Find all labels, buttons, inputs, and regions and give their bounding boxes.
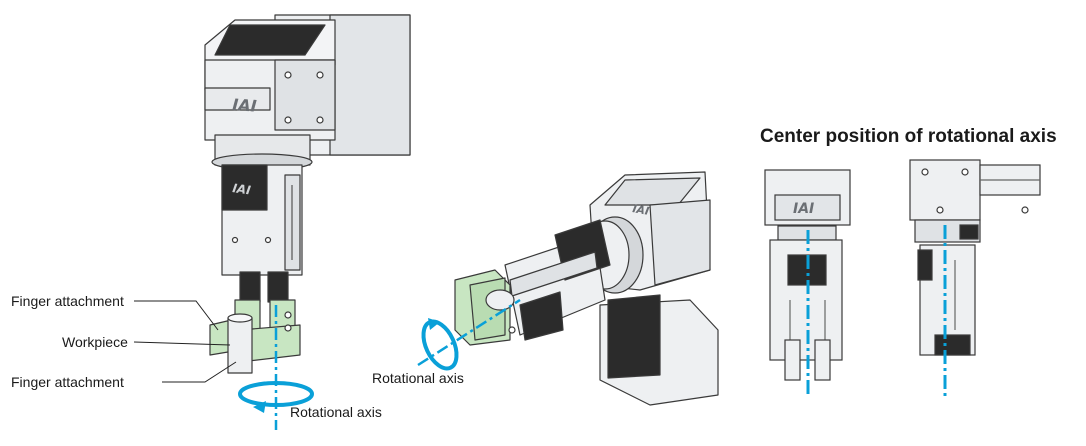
middle-rotational-axis [417,298,521,371]
side-view-unit [909,159,1041,356]
front-view-unit [764,169,851,381]
label-finger-attachment-bottom: Finger attachment [11,374,124,390]
left-rotational-axis [238,305,314,430]
leader-lines [133,300,237,383]
label-finger-attachment-top: Finger attachment [11,293,124,309]
brand-logo-left: IAI [232,95,258,116]
middle-gripper-unit [454,171,719,406]
label-workpiece: Workpiece [62,334,128,350]
section-title-center-position: Center position of rotational axis [760,126,1057,147]
left-gripper-unit [204,14,411,374]
label-rotational-axis-middle: Rotational axis [372,370,464,386]
brand-logo-middle: IAI [631,202,650,218]
brand-logo-front-view: IAI [793,201,814,217]
brand-logo-left-body: IAI [232,181,253,197]
label-rotational-axis-left: Rotational axis [290,404,382,420]
